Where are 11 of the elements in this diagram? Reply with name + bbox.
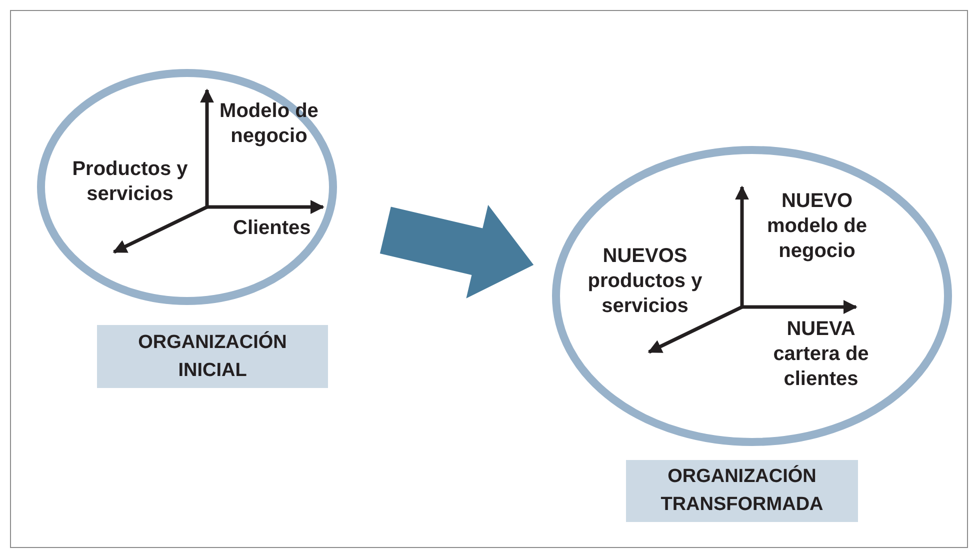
axis-label: Productos y servicios [71,157,189,207]
ellipse [37,69,337,305]
label-box: ORGANIZACIÓN INICIAL [97,325,328,388]
axis-label: NUEVO modelo de negocio [766,189,868,264]
label-box: ORGANIZACIÓN TRANSFORMADA [626,460,858,522]
axis-label: Modelo de negocio [218,99,320,149]
ellipse [552,146,952,446]
axis-label: NUEVA cartera de clientes [772,317,870,392]
axis-label: Clientes [233,216,312,241]
block-arrow [380,204,534,298]
axis-label: NUEVOS productos y servicios [586,244,704,319]
